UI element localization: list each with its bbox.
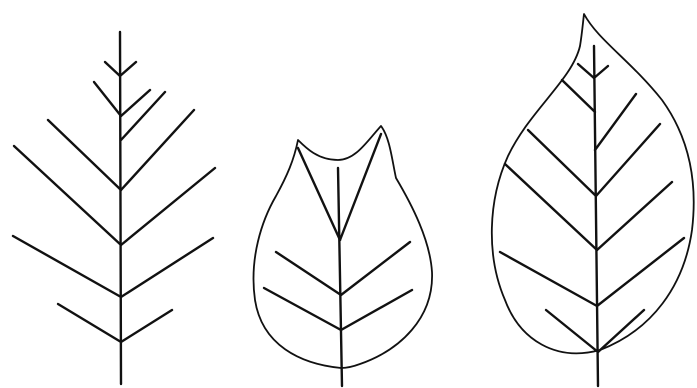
leaf-3-vein bbox=[500, 252, 597, 306]
leaf-3-vein bbox=[598, 310, 644, 352]
leaf-1-midrib bbox=[120, 32, 121, 384]
leaf-3-vein bbox=[546, 310, 598, 352]
leaf-1-vein bbox=[121, 110, 194, 190]
leaf-2-vein bbox=[341, 242, 410, 295]
leaf-1-vein bbox=[94, 82, 121, 116]
leaf-3-vein bbox=[597, 182, 672, 250]
leaf-1-vein bbox=[120, 62, 136, 76]
leaf-1-vein bbox=[105, 62, 120, 76]
leaf-2-vein bbox=[341, 290, 412, 330]
leaf-3-vein bbox=[528, 130, 596, 196]
leaf-2-vein bbox=[298, 148, 340, 240]
leaf-1-vein bbox=[121, 168, 215, 245]
leaf-3-vein bbox=[578, 64, 594, 78]
leaf-2 bbox=[253, 126, 432, 386]
leaf-1-vein bbox=[14, 146, 121, 245]
leaf-1-vein bbox=[121, 310, 172, 342]
leaf-3-vein bbox=[594, 66, 608, 78]
leaf-2-vein bbox=[276, 252, 341, 295]
leaf-3 bbox=[492, 14, 694, 386]
leaf-3-vein bbox=[505, 164, 597, 250]
leaf-1-vein bbox=[13, 236, 121, 297]
leaf-1-vein bbox=[48, 120, 121, 190]
leaf-2-midrib bbox=[338, 168, 342, 386]
leaf-1-vein bbox=[121, 238, 213, 297]
leaf-3-vein bbox=[597, 238, 684, 306]
leaf-3-vein bbox=[562, 80, 595, 112]
leaf-2-vein bbox=[264, 288, 341, 330]
leaf-3-vein bbox=[595, 94, 636, 150]
leaf-1-skeleton bbox=[13, 32, 215, 384]
leaf-1-vein bbox=[58, 304, 121, 342]
leaf-1-vein bbox=[121, 92, 165, 140]
leaf-3-midrib bbox=[594, 46, 598, 386]
